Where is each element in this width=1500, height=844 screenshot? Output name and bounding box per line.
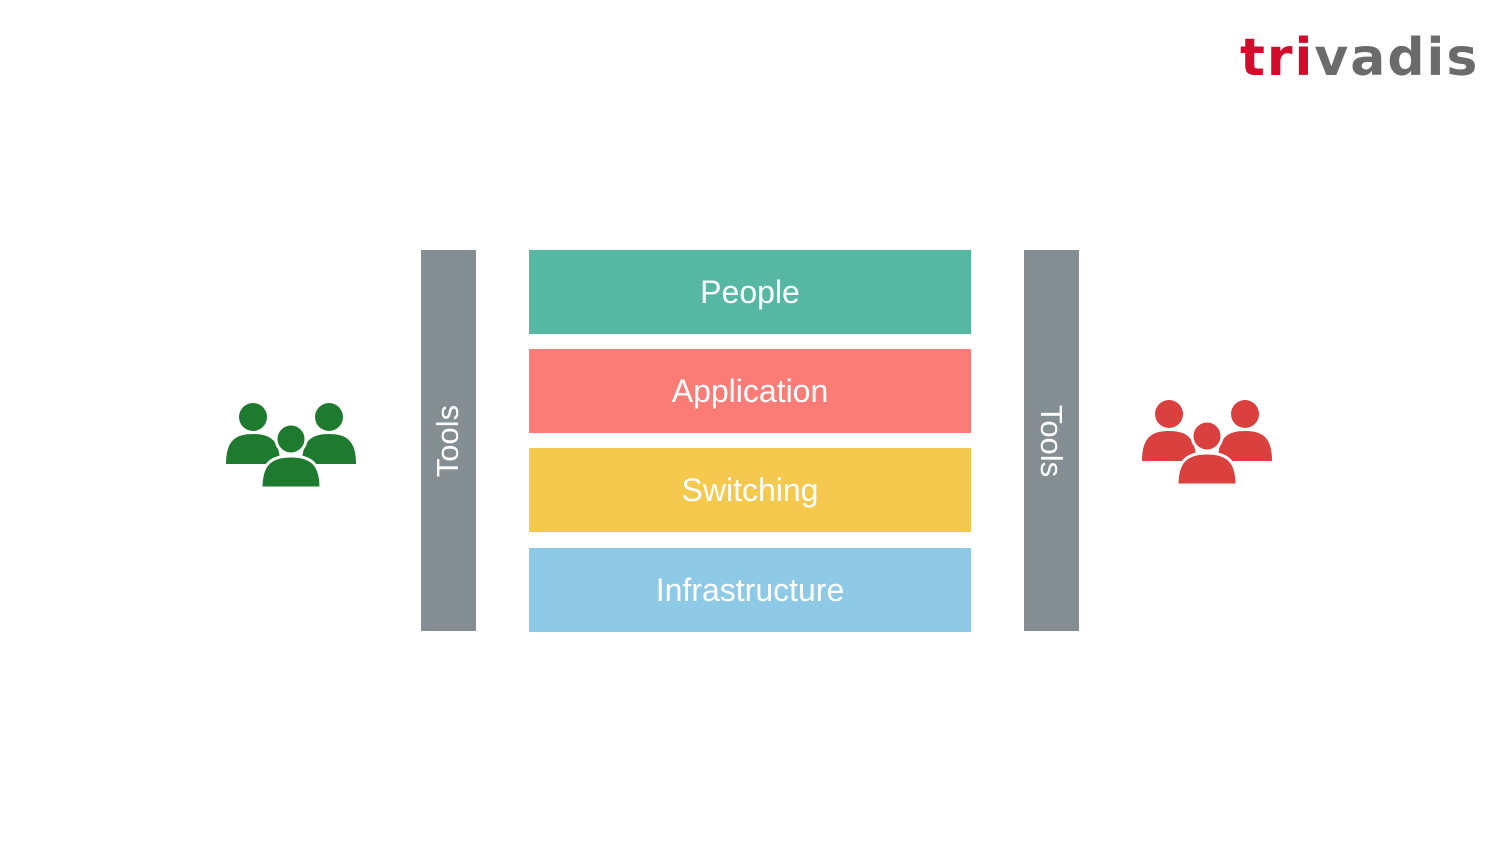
people-group-icon-right	[1142, 400, 1272, 487]
layer-infrastructure: Infrastructure	[529, 548, 971, 632]
layer-switching-label: Switching	[681, 471, 819, 508]
layer-application-label: Application	[671, 372, 829, 409]
layer-application: Application	[529, 349, 971, 433]
layer-infrastructure-label: Infrastructure	[655, 571, 845, 608]
tools-bar-left: Tools	[421, 250, 476, 631]
tools-bar-right: Tools	[1024, 250, 1079, 631]
people-group-icon-left	[226, 403, 356, 490]
people-group-right-shapes	[1142, 400, 1272, 487]
logo-text-red: tri	[1240, 28, 1315, 88]
layer-switching: Switching	[529, 448, 971, 532]
logo-text-gray: vadis	[1314, 28, 1480, 88]
tools-label-left: Tools	[430, 404, 466, 477]
layer-people: People	[529, 250, 971, 334]
tools-label-right: Tools	[1034, 404, 1070, 477]
people-group-left-shapes	[226, 403, 356, 490]
layer-people-label: People	[700, 273, 800, 310]
